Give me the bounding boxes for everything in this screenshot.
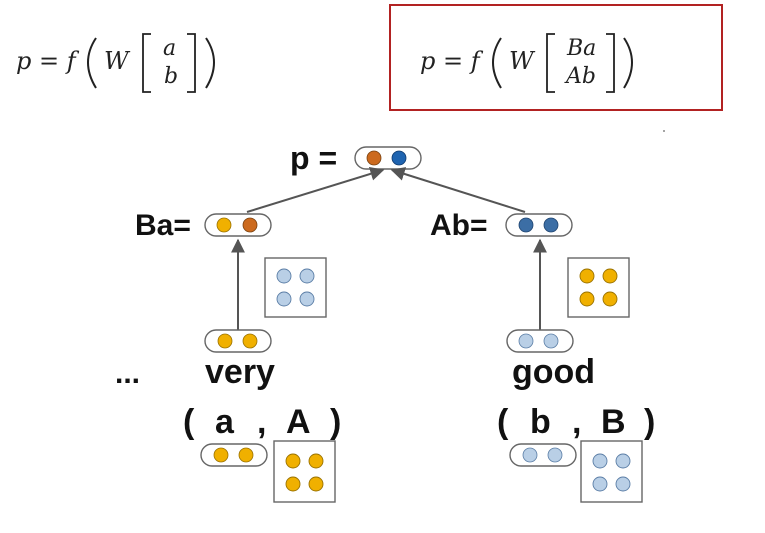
vector-element-blue xyxy=(391,150,407,166)
formula-left: p = f W a b xyxy=(16,33,215,93)
vector-element-orange xyxy=(366,150,382,166)
formula-right-paren-close xyxy=(623,37,633,89)
word-good: good xyxy=(512,353,595,391)
arrow-right-parent-to-root xyxy=(390,167,526,213)
a-vector xyxy=(200,443,268,467)
formula-left-paren-open xyxy=(87,37,97,89)
vector-element-orange xyxy=(242,217,258,233)
left-pair-comma: , xyxy=(257,403,266,441)
b-vector xyxy=(509,443,577,467)
vector-element-steel-blue xyxy=(543,217,559,233)
formula-left-w: W xyxy=(104,47,131,75)
ellipsis: ... xyxy=(115,357,140,390)
right-pair-comma: , xyxy=(572,403,581,441)
good-vector xyxy=(506,329,574,353)
matrix-light-blue-upper xyxy=(264,257,327,318)
highlight-box xyxy=(389,4,723,111)
formula-left-bracket-open xyxy=(142,33,151,93)
left-pair-vec: a xyxy=(215,403,235,441)
left-pair-open: ( xyxy=(183,403,195,441)
vector-element-gold xyxy=(216,217,232,233)
formula-right-bracket-open xyxy=(546,33,555,93)
left-pair-close: ) xyxy=(330,403,341,441)
vector-element-steel-blue xyxy=(518,217,534,233)
formula-left-v-top: a xyxy=(163,36,176,61)
stray-dot xyxy=(663,130,665,132)
right-pair-vec: b xyxy=(530,403,551,441)
right-parent-label: Ab= xyxy=(430,209,488,242)
formula-right-paren-open xyxy=(492,37,502,89)
right-pair: ( b , B ) xyxy=(497,403,655,441)
B-matrix xyxy=(580,440,643,503)
formula-right: p = f W Ba Ab xyxy=(420,33,633,93)
matrix-gold-upper xyxy=(567,257,630,318)
formula-right-w: W xyxy=(509,47,536,75)
right-parent-vector xyxy=(505,213,573,237)
root-vector xyxy=(354,146,422,170)
formula-left-lhs: p = f xyxy=(16,47,80,75)
left-pair: ( a , A ) xyxy=(183,403,341,441)
formula-right-bracket-close xyxy=(606,33,615,93)
left-parent-vector xyxy=(204,213,272,237)
very-vector xyxy=(204,329,272,353)
formula-right-v-bottom: Ab xyxy=(564,64,596,89)
formula-right-lhs: p = f xyxy=(420,47,484,75)
root-label: p = xyxy=(290,140,337,176)
formula-left-bracket-close xyxy=(187,33,196,93)
left-pair-mat: A xyxy=(286,403,311,441)
right-pair-close: ) xyxy=(644,403,655,441)
formula-left-paren-close xyxy=(205,37,215,89)
formula-right-v-top: Ba xyxy=(566,36,596,61)
right-pair-open: ( xyxy=(497,403,509,441)
formula-left-v-bottom: b xyxy=(164,64,178,89)
A-matrix xyxy=(273,440,336,503)
right-pair-mat: B xyxy=(601,403,626,441)
left-parent-label: Ba= xyxy=(135,209,191,242)
arrow-left-parent-to-root xyxy=(246,167,385,213)
word-very: very xyxy=(205,353,275,391)
